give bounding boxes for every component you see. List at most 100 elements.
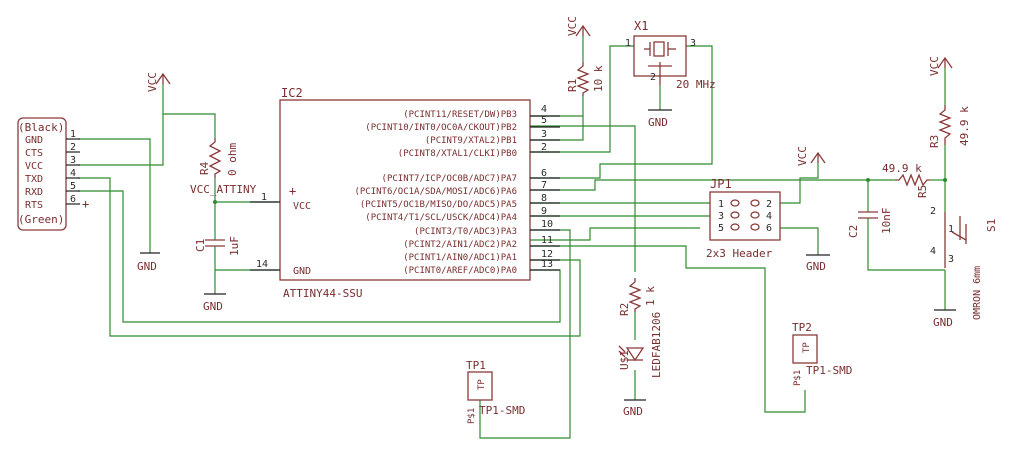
svg-text:2: 2 — [766, 199, 772, 210]
svg-text:+: + — [82, 197, 89, 211]
svg-text:12: 12 — [541, 249, 553, 260]
svg-text:1: 1 — [261, 192, 267, 203]
ftdi-pin-txd: TXD — [25, 174, 43, 185]
svg-text:0 ohm: 0 ohm — [226, 143, 239, 176]
capacitor-c2: C2 10nF — [847, 200, 893, 238]
svg-text:R3: R3 — [928, 135, 941, 148]
svg-text:3: 3 — [690, 38, 696, 49]
svg-text:1: 1 — [718, 199, 724, 210]
svg-text:4: 4 — [930, 246, 936, 257]
resistor-r1: R1 10 k — [566, 62, 605, 96]
svg-text:TP2: TP2 — [792, 321, 812, 334]
vcc-symbol-jp1: VCC — [796, 146, 826, 166]
ftdi-pin-rts: RTS — [25, 200, 43, 211]
svg-text:GND: GND — [648, 116, 668, 129]
svg-text:49.9 k: 49.9 k — [958, 106, 971, 146]
ftdi-connector: (Black) (Green) GND CTS VCC TXD RXD RTS … — [17, 117, 89, 231]
ftdi-num-4: 4 — [70, 168, 76, 179]
ftdi-num-2: 2 — [70, 142, 76, 153]
svg-text:4: 4 — [541, 104, 547, 115]
resistor-r5: 49.9 k R5 — [882, 162, 930, 198]
svg-text:10nF: 10nF — [880, 208, 893, 235]
vcc-symbol-r3: VCC — [928, 56, 953, 76]
svg-text:1: 1 — [625, 38, 631, 49]
svg-text:U$1: U$1 — [618, 350, 631, 370]
svg-text:P$1: P$1 — [467, 408, 477, 424]
header-jp1: JP1 2x3 Header 1 2 3 4 5 6 — [706, 177, 781, 260]
svg-text:2: 2 — [541, 142, 547, 153]
junction — [213, 200, 217, 204]
gnd-symbol-x1: GND — [648, 109, 672, 129]
pin-pa5: (PCINT5/OC1B/MISO/DO/ADC5)PA5 — [360, 200, 517, 210]
pin-gnd: GND — [293, 266, 311, 277]
svg-text:2: 2 — [650, 72, 656, 83]
svg-text:5: 5 — [541, 115, 547, 126]
ftdi-num-1: 1 — [70, 129, 76, 140]
svg-text:C2: C2 — [847, 225, 860, 238]
svg-text:JP1: JP1 — [710, 177, 732, 191]
svg-text:GND: GND — [137, 260, 157, 273]
pin-pa1: (PCINT1/AIN0/ADC1)PA1 — [403, 253, 517, 263]
svg-text:+: + — [289, 184, 296, 198]
resistor-r3: R3 49.9 k — [928, 105, 971, 148]
svg-text:3: 3 — [948, 254, 954, 265]
ftdi-num-3: 3 — [70, 155, 76, 166]
svg-text:1: 1 — [948, 224, 954, 235]
pin-pa0: (PCINT0/AREF/ADC0)PA0 — [403, 266, 517, 276]
crystal-x1: X1 20 MHz 1 3 2 — [625, 19, 716, 91]
svg-text:8: 8 — [541, 193, 547, 204]
svg-text:R2: R2 — [618, 303, 631, 316]
pin-pb1: (PCINT9/XTAL2)PB1 — [425, 136, 517, 146]
svg-text:P$1: P$1 — [793, 370, 803, 386]
ftdi-pin-vcc: VCC — [25, 161, 43, 172]
pin-pa3: (PCINT3/T0/ADC3)PA3 — [414, 227, 517, 237]
resistor-r2: R2 1 k — [618, 278, 657, 340]
svg-text:R5: R5 — [916, 185, 929, 198]
pin-vcc: VCC — [293, 201, 311, 212]
svg-text:TP: TP — [802, 342, 812, 353]
resistor-r4: R4 0 ohm — [198, 138, 239, 178]
svg-text:3: 3 — [718, 211, 724, 222]
svg-text:6: 6 — [541, 168, 547, 179]
gnd-symbol-c1: GND — [203, 293, 226, 313]
testpoint-tp2: TP2 TP TP1-SMD P$1 — [792, 321, 852, 386]
svg-text:5: 5 — [718, 223, 724, 234]
ftdi-num-6: 6 — [70, 194, 76, 205]
svg-text:GND: GND — [933, 316, 953, 329]
capacitor-c1: C1 1uF — [194, 230, 241, 270]
svg-text:1uF: 1uF — [228, 236, 241, 256]
svg-text:GND: GND — [623, 405, 643, 418]
ftdi-bottom-label: (Green) — [18, 213, 64, 226]
pin-pa6: (PCINT6/OC1A/SDA/MOSI/ADC6)PA6 — [354, 187, 517, 197]
svg-text:R4: R4 — [198, 161, 211, 175]
svg-text:3: 3 — [541, 129, 547, 140]
gnd-symbol-jp1: GND — [806, 254, 830, 273]
svg-text:10 k: 10 k — [592, 65, 605, 92]
svg-text:13: 13 — [541, 259, 553, 270]
vcc-symbol-r1: VCC — [566, 16, 591, 37]
pin-pa7: (PCINT7/ICP/OC0B/ADC7)PA7 — [382, 174, 517, 184]
ic-part: ATTINY44-SSU — [283, 287, 362, 300]
ftdi-num-5: 5 — [70, 181, 76, 192]
svg-text:OMRON 6mm: OMRON 6mm — [972, 266, 983, 320]
svg-text:49.9 k: 49.9 k — [882, 162, 922, 175]
svg-text:1 k: 1 k — [644, 286, 657, 306]
svg-text:4: 4 — [766, 211, 772, 222]
switch-s1: 2 1 4 3 S1 OMRON 6mm — [930, 206, 998, 320]
svg-text:TP: TP — [477, 379, 487, 390]
ftdi-pin-gnd: GND — [25, 135, 43, 146]
svg-text:14: 14 — [256, 259, 268, 270]
svg-text:2x3 Header: 2x3 Header — [706, 247, 773, 260]
svg-text:6: 6 — [766, 223, 772, 234]
svg-text:R1: R1 — [566, 79, 579, 92]
pin-pa4: (PCINT4/T1/SCL/USCK/ADC4)PA4 — [365, 213, 517, 223]
svg-text:C1: C1 — [194, 239, 207, 252]
led-u1: U$1 LEDFAB1206 — [618, 312, 663, 378]
svg-text:TP1-SMD: TP1-SMD — [806, 364, 852, 377]
svg-text:20 MHz: 20 MHz — [676, 78, 716, 91]
svg-text:VCC: VCC — [146, 72, 159, 92]
pin-pb0: (PCINT8/XTAL1/CLKI)PB0 — [398, 149, 517, 159]
svg-text:GND: GND — [203, 300, 223, 313]
svg-text:11: 11 — [541, 235, 553, 246]
testpoint-tp1: TP1 TP TP1-SMD P$1 — [466, 359, 525, 424]
